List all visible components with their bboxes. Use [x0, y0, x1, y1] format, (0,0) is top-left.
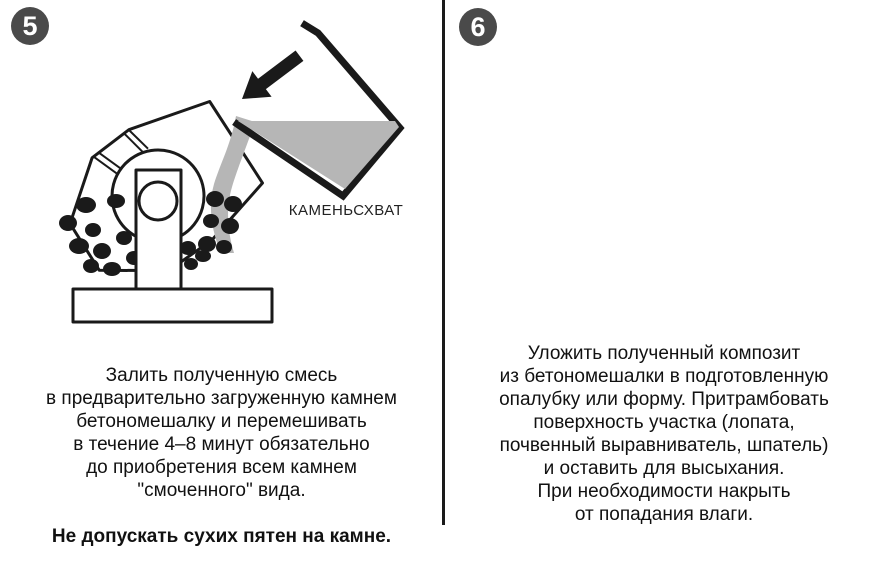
step-6-caption: Уложить полученный композит из бетономеш… [443, 319, 885, 549]
step-5-instructions: Залить полученную смесь в предварительно… [46, 365, 397, 501]
pour-direction-arrow-icon [242, 50, 304, 99]
step-5-warning: Не допускать сухих пятен на камне. [51, 526, 392, 547]
step-6-instructions: Уложить полученный композит из бетономеш… [499, 343, 829, 525]
bucket-liquid [238, 121, 399, 189]
panel-divider [442, 0, 445, 525]
step-number: 6 [470, 11, 486, 42]
mixer-hub-icon [137, 180, 179, 222]
pour-bucket-icon [232, 20, 405, 201]
step-number-badge: 5 [11, 7, 49, 45]
step-5-caption: Залить полученную смесь в предварительно… [0, 341, 443, 571]
step-number: 5 [22, 10, 38, 41]
slurry-stream [210, 116, 255, 253]
mixer-pouring-illustration [59, 20, 405, 324]
step-number-badge: 6 [459, 8, 497, 46]
bucket-product-label: КАМЕНЬСХВАТ [288, 202, 404, 219]
mixer-base [71, 287, 274, 324]
step-5-panel: 5 КАМЕНЬСХВАТ Залить полученную смесь в … [0, 0, 443, 547]
